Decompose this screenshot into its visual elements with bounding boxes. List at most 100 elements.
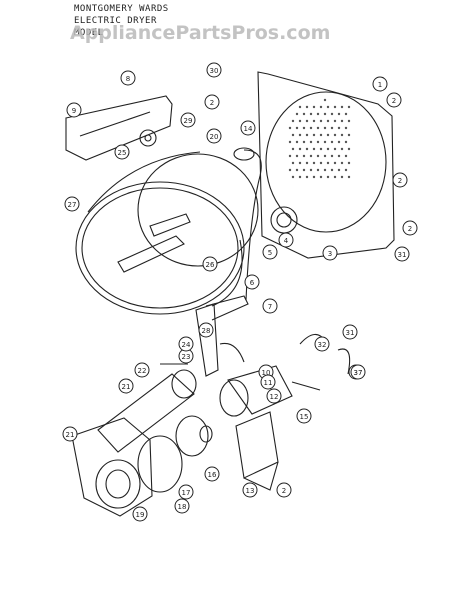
callout-circle	[342, 324, 358, 340]
vent-hole	[319, 147, 323, 151]
vent-hole	[330, 140, 334, 144]
callout-12: 12	[266, 388, 282, 404]
vent-hole	[312, 147, 316, 151]
blower-housing-opening	[95, 459, 141, 509]
callout-37: 37	[350, 364, 366, 380]
vent-hole	[291, 133, 295, 137]
drum-roller-hub	[144, 134, 152, 142]
vent-hole	[309, 126, 313, 130]
vent-hole	[330, 112, 334, 116]
callout-label: 21	[122, 383, 131, 391]
vent-hole	[302, 154, 306, 158]
callout-label: 15	[300, 413, 309, 421]
vent-hole	[323, 98, 327, 102]
vent-hole	[333, 105, 337, 109]
vent-hole	[295, 126, 299, 130]
callout-1: 1	[372, 76, 388, 92]
blower-duct	[97, 373, 195, 453]
blower-wheel-front	[175, 415, 209, 457]
vent-hole	[295, 140, 299, 144]
callout-label: 2	[392, 97, 396, 105]
callout-label: 26	[206, 261, 215, 269]
vent-hole	[330, 126, 334, 130]
callout-22: 22	[134, 362, 150, 378]
callout-label: 37	[354, 369, 363, 377]
callout-2: 2	[402, 220, 418, 236]
vent-hole	[288, 126, 292, 130]
callout-label: 30	[210, 67, 219, 75]
callout-circle	[178, 484, 194, 500]
drum-front-inner	[81, 187, 239, 309]
vent-hole	[326, 133, 330, 137]
vent-hole	[333, 147, 337, 151]
vent-hole	[305, 105, 309, 109]
vent-hole	[305, 147, 309, 151]
blower-housing-hub	[105, 469, 131, 499]
vent-hole	[326, 147, 330, 151]
callout-9: 9	[66, 102, 82, 118]
callout-label: 8	[126, 75, 130, 83]
vent-hole	[337, 126, 341, 130]
callout-circle	[114, 144, 130, 160]
vent-hole	[298, 133, 302, 137]
callout-2: 2	[392, 172, 408, 188]
callout-32: 32	[314, 336, 330, 352]
vent-hole	[340, 161, 344, 165]
vent-hole	[302, 140, 306, 144]
vent-hole	[319, 133, 323, 137]
header-model: MODEL	[74, 28, 104, 38]
callout-2: 2	[204, 94, 220, 110]
callout-label: 20	[210, 133, 219, 141]
callout-circle	[240, 120, 256, 136]
vent-hole	[288, 140, 292, 144]
callout-circle	[386, 92, 402, 108]
callout-label: 17	[182, 489, 191, 497]
vent-hole	[344, 168, 348, 172]
drive-belt	[243, 149, 262, 301]
vent-hole	[333, 161, 337, 165]
callout-label: 16	[208, 471, 217, 479]
callout-27: 27	[64, 196, 80, 212]
vent-hole	[340, 119, 344, 123]
vent-hole	[316, 168, 320, 172]
callout-circle	[262, 244, 278, 260]
callout-label: 18	[178, 503, 187, 511]
vent-hole	[298, 147, 302, 151]
callout-circle	[262, 298, 278, 314]
drum-rear-rim	[137, 153, 259, 267]
callout-circle	[174, 498, 190, 514]
vent-hole	[309, 154, 313, 158]
callout-circle	[206, 62, 222, 78]
callout-circle	[118, 378, 134, 394]
callout-label: 7	[268, 303, 272, 311]
vent-hole	[302, 168, 306, 172]
vent-hole	[312, 161, 316, 165]
callout-label: 11	[264, 379, 273, 387]
callout-circle	[202, 256, 218, 272]
callout-circle	[180, 112, 196, 128]
vent-hole	[302, 126, 306, 130]
belt-pulley	[233, 147, 255, 161]
callout-circle	[244, 274, 260, 290]
callout-2: 2	[386, 92, 402, 108]
callout-circle	[314, 336, 330, 352]
callout-circle	[204, 94, 220, 110]
callout-15: 15	[296, 408, 312, 424]
callout-label: 31	[346, 329, 355, 337]
callout-label: 2	[210, 99, 214, 107]
vent-hole	[316, 126, 320, 130]
vent-hole	[291, 161, 295, 165]
callout-label: 31	[398, 251, 407, 259]
callout-19: 19	[132, 506, 148, 522]
vent-hole	[295, 154, 299, 158]
callout-21: 21	[118, 378, 134, 394]
vent-hole	[309, 112, 313, 116]
vent-hole	[340, 133, 344, 137]
callout-circle	[132, 506, 148, 522]
vent-hole	[316, 140, 320, 144]
callout-circle	[120, 70, 136, 86]
callout-17: 17	[178, 484, 194, 500]
vent-hole	[330, 168, 334, 172]
